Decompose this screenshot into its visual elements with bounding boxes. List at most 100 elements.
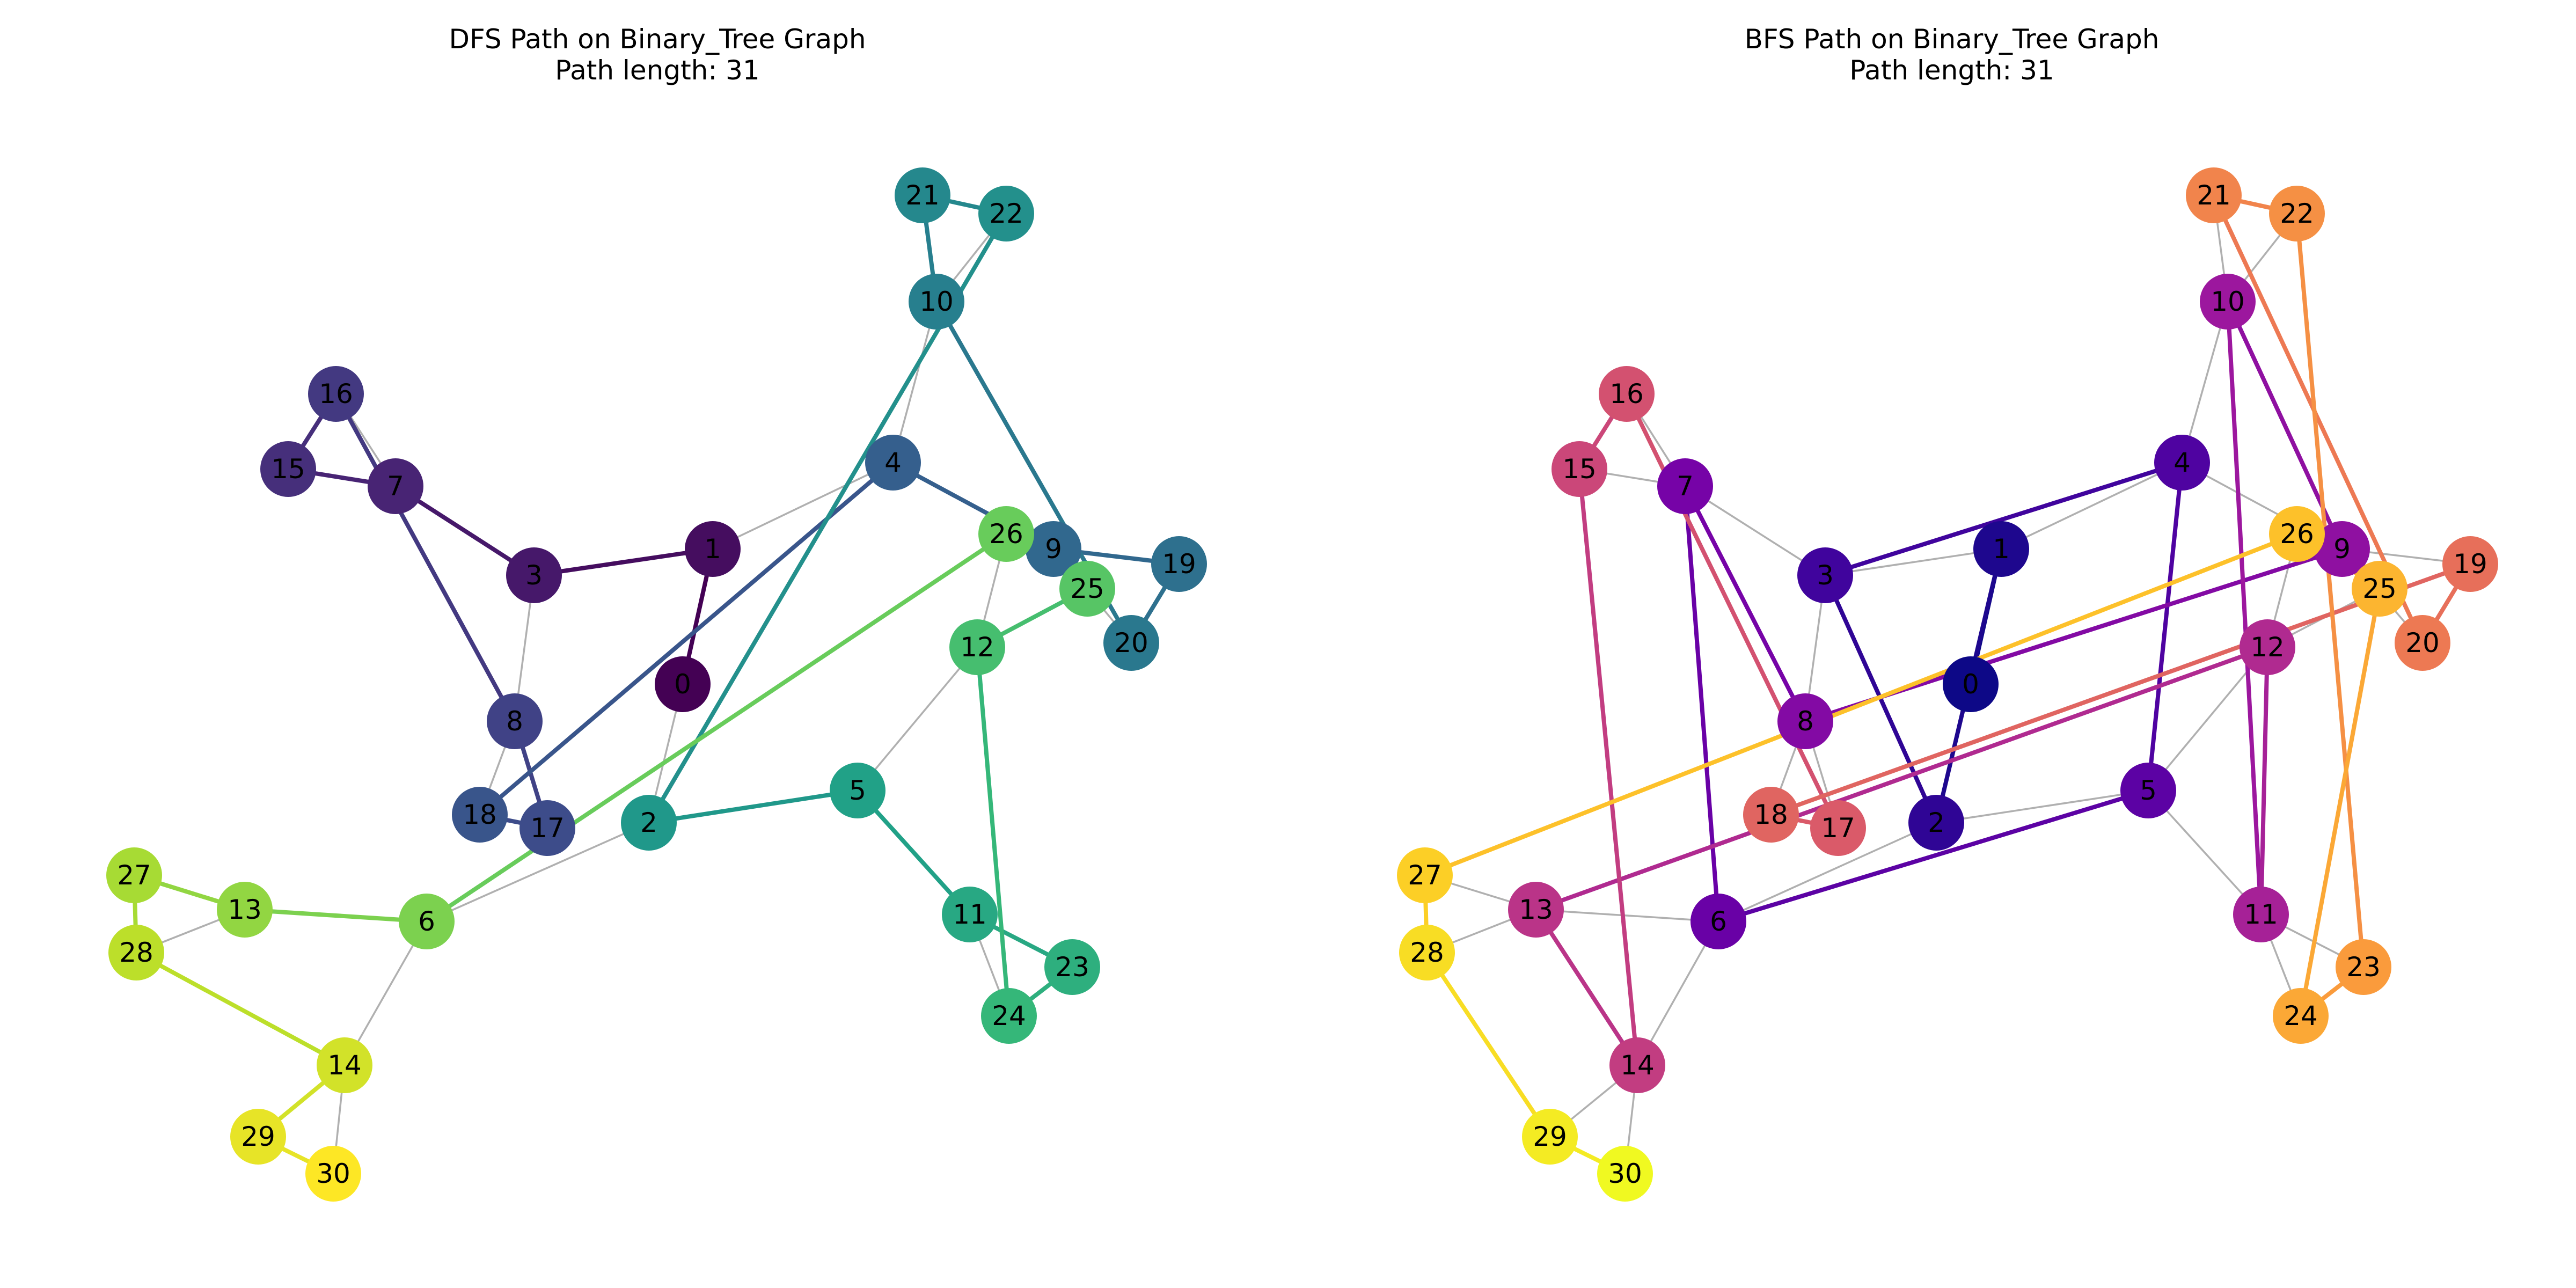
dfs-node-circle-30	[305, 1146, 361, 1202]
bfs-node-22: 22	[2269, 186, 2325, 241]
bfs-node-16: 16	[1599, 366, 1655, 422]
dfs-path-step-20	[975, 645, 1011, 1018]
dfs-node-circle-4	[865, 435, 921, 491]
dfs-node-label-23: 23	[1055, 952, 1089, 983]
bfs-node-label-8: 8	[1797, 706, 1814, 737]
bfs-node-circle-19	[2442, 536, 2498, 592]
bfs-nodes: 0123456789101112131415161718192021222324…	[1397, 167, 2498, 1202]
dfs-node-label-20: 20	[1114, 627, 1148, 658]
bfs-path-step-12	[1534, 645, 2270, 912]
bfs-node-label-16: 16	[1609, 378, 1644, 409]
bfs-panel: BFS Path on Binary_Tree Graph Path lengt…	[1397, 24, 2498, 1202]
dfs-node-circle-3	[506, 547, 562, 603]
bfs-node-2: 2	[1908, 795, 1964, 851]
bfs-title-line1: BFS Path on Binary_Tree Graph	[1745, 24, 2160, 55]
dfs-node-26: 26	[978, 506, 1034, 562]
bfs-node-label-19: 19	[2453, 548, 2487, 580]
bfs-node-15: 15	[1552, 441, 1607, 497]
dfs-node-11: 11	[942, 887, 998, 942]
bfs-node-label-6: 6	[1710, 906, 1727, 937]
bfs-node-circle-14	[1609, 1037, 1665, 1093]
bfs-node-circle-29	[1522, 1109, 1578, 1165]
bfs-node-label-18: 18	[1754, 799, 1788, 830]
bfs-node-circle-7	[1657, 458, 1713, 514]
dfs-node-label-8: 8	[506, 706, 523, 737]
bfs-node-label-9: 9	[2333, 533, 2351, 565]
bfs-node-circle-24	[2273, 988, 2329, 1044]
dfs-node-label-4: 4	[884, 447, 902, 478]
bfs-path-step-4	[2146, 460, 2184, 793]
bfs-node-label-15: 15	[1562, 453, 1597, 485]
dfs-node-circle-12	[949, 619, 1005, 675]
dfs-node-14: 14	[317, 1037, 372, 1093]
bfs-node-circle-25	[2352, 561, 2407, 617]
bfs-path-step-7	[1683, 484, 1807, 723]
bfs-node-circle-10	[2200, 274, 2256, 330]
dfs-node-circle-2	[621, 795, 677, 851]
dfs-node-label-10: 10	[919, 286, 954, 317]
bfs-node-circle-15	[1552, 441, 1607, 497]
dfs-node-22: 22	[978, 186, 1034, 241]
bfs-node-24: 24	[2273, 988, 2329, 1044]
bfs-node-circle-20	[2395, 615, 2450, 671]
dfs-nodes: 0123456789101112131415161718192021222324…	[106, 167, 1207, 1202]
dfs-node-circle-16	[308, 366, 364, 422]
dfs-node-label-11: 11	[953, 899, 987, 930]
bfs-node-11: 11	[2233, 887, 2289, 942]
bfs-node-0: 0	[1943, 656, 1999, 712]
dfs-node-25: 25	[1059, 561, 1115, 617]
bfs-node-17: 17	[1810, 800, 1866, 856]
dfs-node-24: 24	[981, 988, 1037, 1044]
dfs-node-circle-26	[978, 506, 1034, 562]
dfs-node-label-0: 0	[674, 669, 691, 700]
bfs-node-circle-16	[1599, 366, 1655, 422]
dfs-node-circle-11	[942, 887, 998, 942]
bfs-node-28: 28	[1399, 925, 1455, 980]
bfs-node-circle-23	[2336, 939, 2391, 995]
bfs-node-circle-5	[2120, 763, 2176, 818]
dfs-panel: DFS Path on Binary_Tree Graph Path lengt…	[106, 24, 1207, 1202]
bfs-node-25: 25	[2352, 561, 2407, 617]
dfs-node-12: 12	[949, 619, 1005, 675]
bfs-path-step-22	[2295, 211, 2366, 969]
bfs-node-circle-4	[2154, 435, 2210, 491]
dfs-node-circle-27	[106, 847, 162, 903]
bfs-node-8: 8	[1777, 693, 1833, 749]
dfs-node-label-9: 9	[1045, 533, 1062, 565]
bfs-node-circle-12	[2240, 619, 2295, 675]
bfs-node-20: 20	[2395, 615, 2450, 671]
dfs-node-label-2: 2	[640, 807, 657, 838]
dfs-node-label-18: 18	[463, 799, 497, 830]
bfs-path-step-18	[1769, 562, 2472, 817]
dfs-node-circle-14	[317, 1037, 372, 1093]
dfs-node-1: 1	[685, 521, 741, 577]
bfs-node-circle-1	[1973, 521, 2029, 577]
bfs-path-step-14	[1577, 467, 1640, 1067]
bfs-node-label-1: 1	[1993, 533, 2010, 565]
bfs-node-circle-11	[2233, 887, 2289, 942]
dfs-node-circle-24	[981, 988, 1037, 1044]
bfs-node-label-3: 3	[1817, 560, 1834, 591]
dfs-node-label-12: 12	[960, 632, 994, 663]
bfs-path-step-13	[1534, 908, 1640, 1067]
dfs-node-circle-13	[217, 882, 273, 938]
bfs-node-26: 26	[2269, 506, 2325, 562]
dfs-node-27: 27	[106, 847, 162, 903]
bfs-node-label-21: 21	[2197, 180, 2231, 211]
dfs-node-label-16: 16	[319, 378, 353, 409]
bfs-node-4: 4	[2154, 435, 2210, 491]
dfs-node-13: 13	[217, 882, 273, 938]
bfs-node-label-24: 24	[2284, 1000, 2318, 1031]
bfs-path-step-26	[1423, 532, 2299, 877]
dfs-node-10: 10	[909, 274, 964, 330]
dfs-node-0: 0	[655, 656, 711, 712]
dfs-node-21: 21	[895, 167, 950, 223]
bfs-node-circle-21	[2186, 167, 2242, 223]
bfs-node-18: 18	[1743, 787, 1799, 843]
bfs-node-5: 5	[2120, 763, 2176, 818]
tree-edge-5-11	[2147, 789, 2262, 916]
bfs-node-label-30: 30	[1608, 1158, 1642, 1189]
dfs-node-circle-19	[1151, 536, 1207, 592]
bfs-node-circle-27	[1397, 847, 1453, 903]
